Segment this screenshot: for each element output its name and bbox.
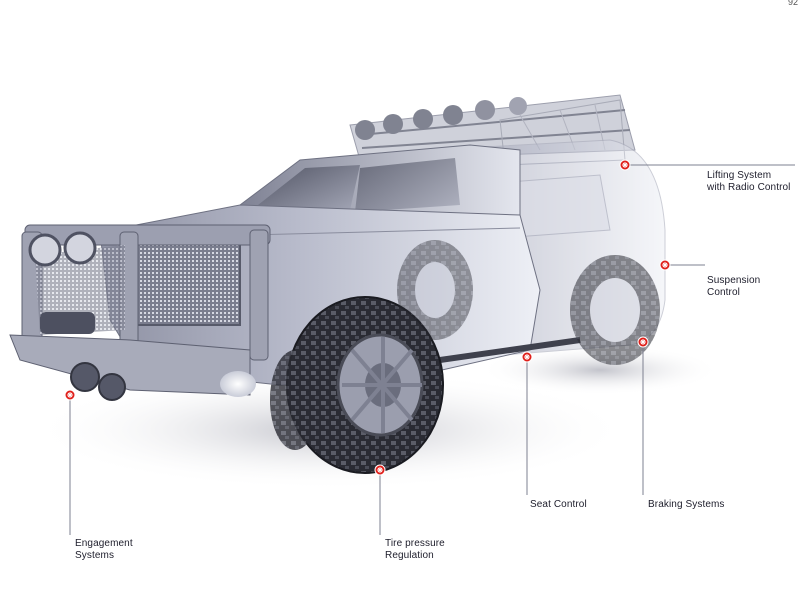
marker-seat-icon [521,351,533,363]
callout-label-lifting: Lifting System with Radio Control [707,170,791,193]
rear-wheel [570,255,660,365]
callout-label-tire: Tire pressure Regulation [385,538,445,561]
callout-markers [64,159,671,476]
headlight-left [28,233,62,267]
ghost-front-wheel [397,240,473,340]
callout-label-suspension: Suspension Control [707,275,761,298]
front-bumper [9,334,251,396]
side-window [355,158,460,212]
marker-engagement-icon [64,389,76,401]
marker-lifting-icon [619,159,631,171]
headlight-right [63,231,97,265]
marker-suspension-icon [659,259,671,271]
front-grille [134,239,241,326]
windshield [258,165,360,210]
callout-label-seat: Seat Control [530,499,587,510]
fog-light [220,371,256,397]
marker-braking-icon [637,336,649,348]
marker-tire-icon [374,464,386,476]
page-number: 92 [787,0,798,7]
callout-leader-lines [69,164,795,535]
front-wheel [286,296,444,474]
callout-label-engagement: Engagement Systems [75,538,133,561]
callout-label-braking: Braking Systems [648,499,725,510]
